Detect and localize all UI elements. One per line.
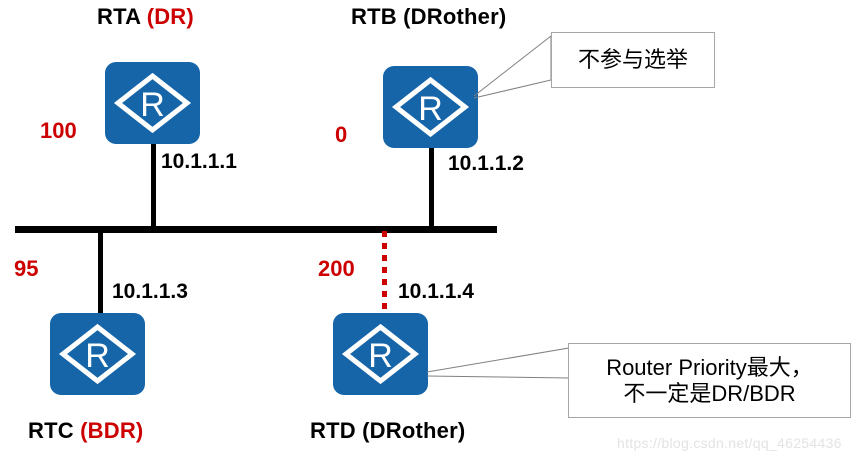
- rtc-priority-label: 95: [14, 256, 39, 281]
- rtb-priority-label: 0: [335, 122, 348, 147]
- svg-text:R: R: [418, 90, 443, 128]
- rtd-callout-box: Router Priority最大， 不一定是DR/BDR: [568, 343, 851, 418]
- rtb-callout-line-1: 不参与选举: [577, 47, 688, 73]
- rtb-role: (DRother): [403, 4, 507, 29]
- rtc-router-node[interactable]: R: [50, 313, 145, 395]
- rtd-leader-line: [426, 347, 570, 379]
- rtd-link-line-dotted: [382, 231, 387, 315]
- rtc-title: RTC (BDR): [28, 418, 143, 444]
- router-icon: R: [341, 323, 420, 385]
- ethernet-bus-segment: [15, 226, 497, 233]
- watermark-text: https://blog.csdn.net/qq_46254436: [617, 435, 842, 451]
- rtd-role: (DRother): [362, 418, 466, 443]
- rtb-ip-label: 10.1.1.2: [448, 152, 524, 175]
- svg-text:R: R: [368, 337, 393, 375]
- rta-link-line: [151, 140, 156, 230]
- rtb-link-line: [429, 145, 434, 230]
- rta-router-node[interactable]: R: [105, 62, 200, 144]
- rtd-priority-label: 200: [318, 256, 355, 281]
- router-icon: R: [113, 72, 192, 134]
- rtc-link-line: [98, 229, 103, 319]
- rta-title: RTA (DR): [97, 4, 194, 30]
- rtc-role: (BDR): [80, 418, 144, 443]
- rtd-name: RTD: [310, 418, 363, 443]
- rtc-ip-label: 10.1.1.3: [112, 280, 188, 303]
- rta-priority-label: 100: [40, 118, 77, 143]
- svg-text:R: R: [85, 337, 110, 375]
- svg-text:R: R: [140, 86, 165, 124]
- rtb-callout-box: 不参与选举: [551, 32, 715, 88]
- rtd-callout-line-2: 不一定是DR/BDR: [623, 380, 796, 406]
- rta-name: RTA: [97, 4, 147, 29]
- router-icon: R: [391, 76, 470, 138]
- rtc-name: RTC: [28, 418, 81, 443]
- rtd-router-node[interactable]: R: [333, 313, 428, 395]
- rtb-router-node[interactable]: R: [383, 66, 478, 148]
- rtd-callout-line-1: Router Priority最大，: [606, 354, 813, 380]
- rtd-title: RTD (DRother): [310, 418, 465, 444]
- rtd-ip-label: 10.1.1.4: [398, 280, 474, 303]
- rtb-title: RTB (DRother): [351, 4, 506, 30]
- rtb-name: RTB: [351, 4, 404, 29]
- rtb-leader-line: [473, 34, 552, 99]
- rta-role: (DR): [146, 4, 194, 29]
- rta-ip-label: 10.1.1.1: [161, 150, 237, 173]
- router-icon: R: [58, 323, 137, 385]
